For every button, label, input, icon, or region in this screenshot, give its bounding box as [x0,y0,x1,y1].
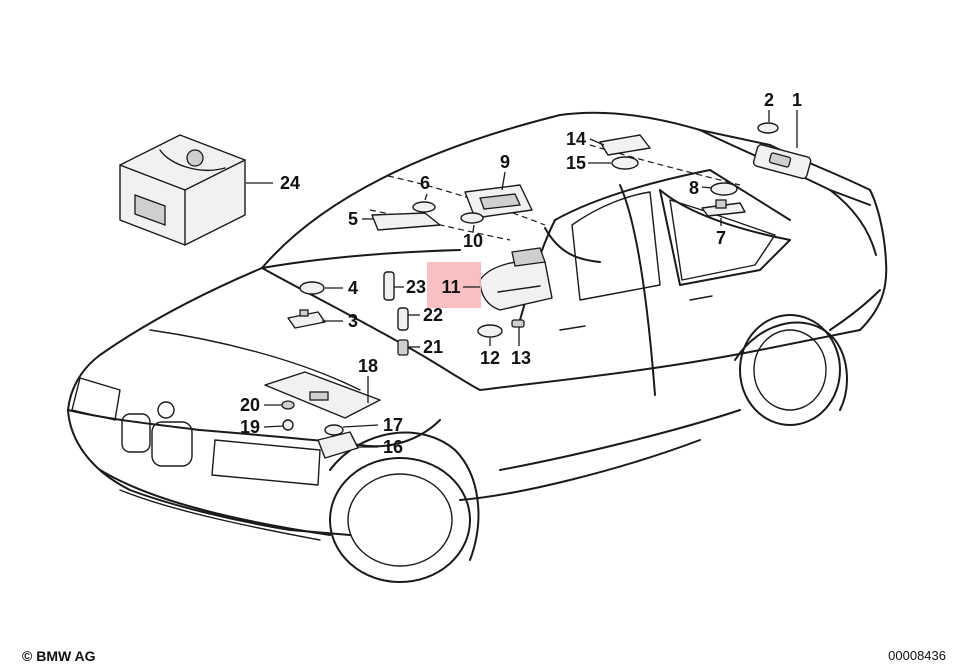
callout-19: 19 [240,417,260,437]
callout-17: 17 [383,415,403,435]
callout-23: 23 [406,277,426,297]
part-1-rear-light [752,144,812,180]
part-21-clip [397,339,409,356]
leader-lines [246,110,798,448]
part-18-cover-plate [264,371,381,419]
callout-labels: 1 2 3 4 5 6 7 8 9 10 11 12 13 14 15 16 1… [240,90,802,457]
callout-5: 5 [348,209,358,229]
part-11-door-light [479,247,553,311]
part-15-bulb [611,156,639,170]
callout-8: 8 [689,178,699,198]
part-24-light-module [119,134,246,246]
callout-24: 24 [280,173,300,193]
part-9-interior-lamp [464,184,533,219]
part-12-bulb [477,324,503,338]
callout-7: 7 [716,228,726,248]
part-23-fuse [383,271,395,301]
callout-10: 10 [463,231,483,251]
part-20-grommet [281,400,295,410]
part-7-bracket [701,199,746,217]
diagram-reference-number: 00008436 [888,648,946,663]
callout-16: 16 [383,437,403,457]
callout-4: 4 [348,278,358,298]
callout-3: 3 [348,311,358,331]
part-3-holder [287,309,326,329]
part-14-lamp-lens [599,134,651,156]
interior-guide-lines [369,144,741,241]
part-8-bulb [710,182,738,196]
callout-11-highlight [427,262,481,308]
part-4-bulb [299,281,325,295]
part-22-fuse [397,307,409,331]
part-17-bulb [324,424,344,436]
callout-9: 9 [500,152,510,172]
callout-12: 12 [480,348,500,368]
callout-21: 21 [423,337,443,357]
callout-22: 22 [423,305,443,325]
callout-11: 11 [441,277,460,297]
part-6-bulb [412,201,436,213]
callout-18: 18 [358,356,378,376]
callout-1: 1 [792,90,802,110]
callout-15: 15 [566,153,586,173]
callout-6: 6 [420,173,430,193]
part-19-screw [282,419,294,431]
part-2-bulb [757,122,779,134]
car-outline [67,111,888,583]
callout-2: 2 [764,90,774,110]
part-13-clip [511,319,525,328]
part-5-reading-lamp [371,212,441,231]
callout-20: 20 [240,395,260,415]
part-10-bulb [460,212,484,224]
part-16-glovebox-lamp [317,431,359,459]
callout-14: 14 [566,129,586,149]
callout-13: 13 [511,348,531,368]
copyright-notice: © BMW AG [22,648,96,664]
